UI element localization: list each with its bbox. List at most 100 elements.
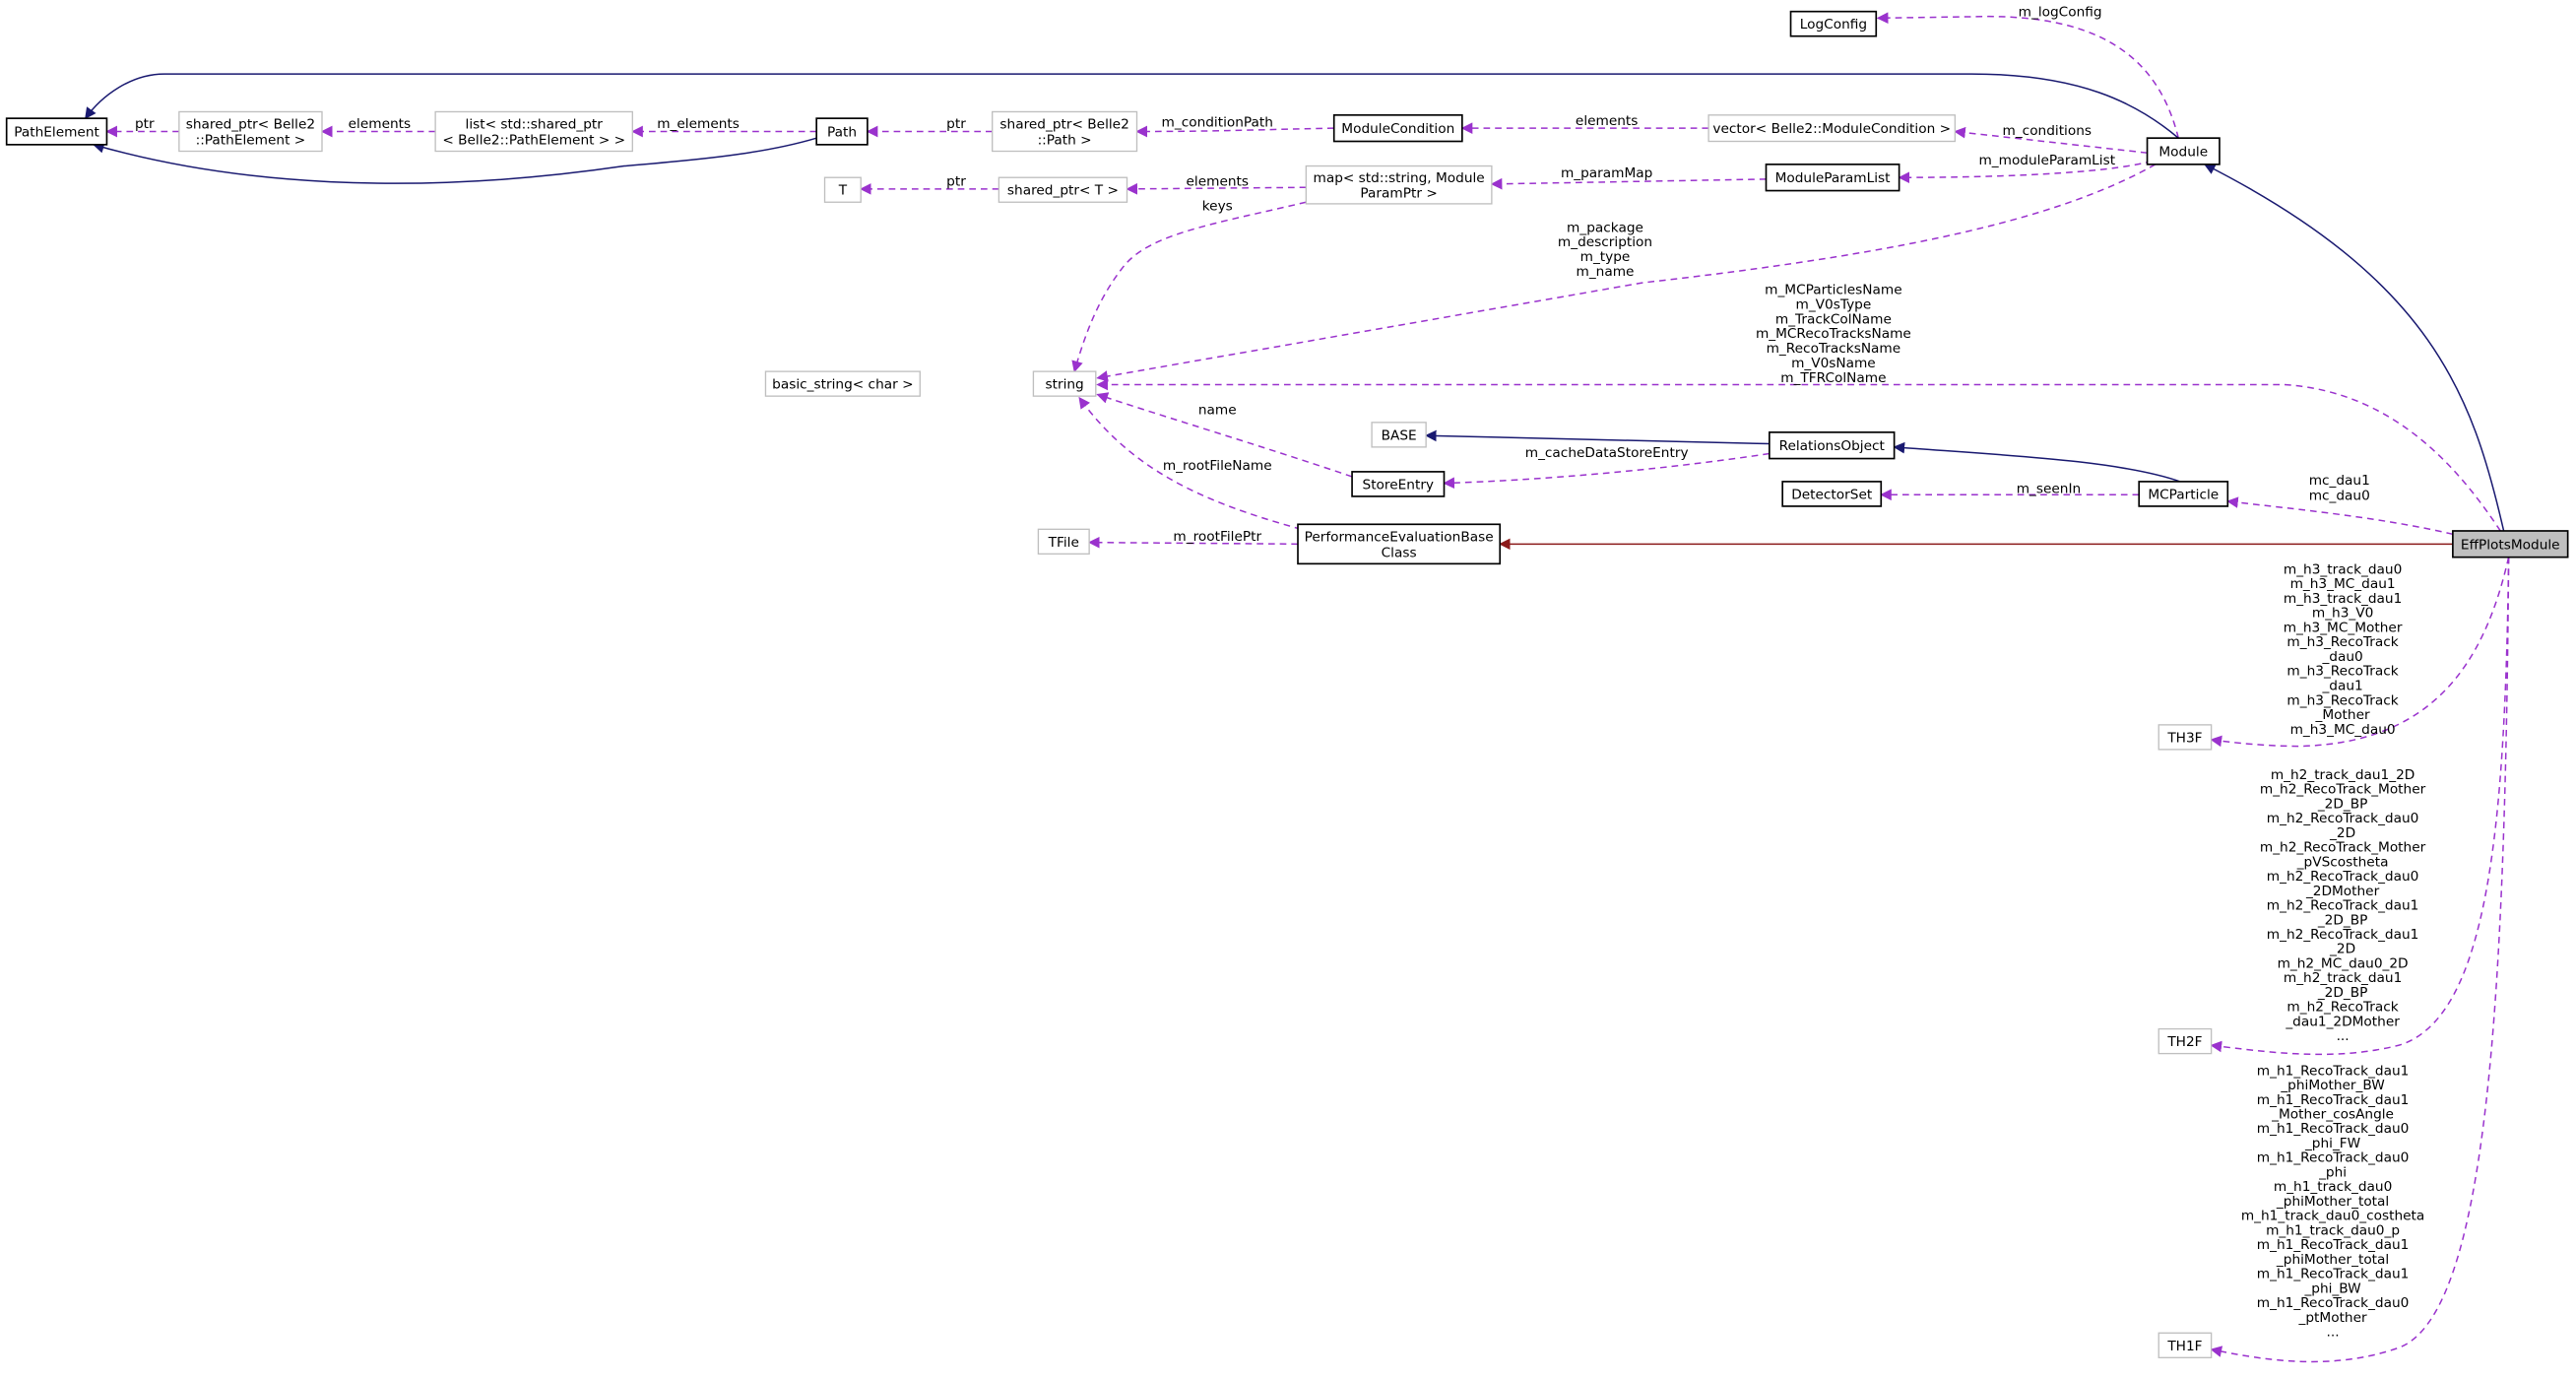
node-label: PerformanceEvaluationBase [1305,529,1494,545]
node-vector-module-condition[interactable]: vector< Belle2::ModuleCondition > [1707,114,1957,143]
node-base[interactable]: BASE [1371,422,1427,448]
edge-label-line: _2D [2329,825,2355,841]
edge-label-line: m_h3_V0 [2312,606,2373,622]
edge-label-line: m_type [1580,249,1631,265]
edge-label-line: m_conditions [2003,123,2092,139]
edge-label-line: _Mother_cosAngle [2271,1107,2394,1123]
edge-label-line: m_conditionPath [1162,114,1273,130]
edge-labels: m_logConfig elements m_conditions m_moduleP… [135,5,2426,1341]
node-module[interactable]: Module [2146,137,2221,165]
node-log-config[interactable]: LogConfig [1789,10,1878,37]
edge-label-line: m_RecoTracksName [1767,341,1901,357]
edge-label-line: elements [349,116,411,132]
node-box [1781,481,1883,507]
node-sp-path-element[interactable]: shared_ptr< Belle2::PathElement > [178,110,323,153]
edge-path-pathelement [92,137,817,184]
node-box [823,176,862,203]
node-list-path-element[interactable]: list< std::shared_ptr< Belle2::PathEleme… [434,110,633,153]
edge-label-th2f: m_h2_track_dau1_2Dm_h2_RecoTrack_Mother_… [2260,767,2426,1044]
node-label: MCParticle [2148,487,2219,502]
edge-label-line: _2D [2329,942,2355,957]
node-t[interactable]: T [823,176,862,203]
node-box [2452,530,2569,558]
node-box [1765,164,1900,192]
edge-label-line: m_rootFilePtr [1173,529,1261,545]
node-label: map< std::string, Module [1314,170,1485,186]
node-eff-plots-module[interactable]: EffPlotsModule [2452,530,2569,558]
node-path[interactable]: Path [815,117,869,146]
node-box [2157,1332,2213,1358]
node-box [1789,10,1878,37]
node-th1f[interactable]: TH1F [2157,1332,2213,1358]
edge-label-line: m_h1_RecoTrack_dau1 [2257,1237,2410,1253]
edge-label-line: m_h2_RecoTrack_dau1 [2267,927,2419,943]
node-box [5,117,108,146]
edge-label-line: _2D_BP [2317,985,2368,1001]
edge-label-log-config: m_logConfig [2019,5,2102,21]
node-label: PathElement [14,124,99,140]
edge-label-line: m_moduleParamList [1978,153,2115,168]
node-th3f[interactable]: TH3F [2157,724,2213,751]
node-box [2157,1027,2213,1055]
node-label: TH1F [2166,1339,2202,1354]
edge-label-line: m_h3_MC_dau0 [2290,722,2396,738]
edge-label-line: m_name [1577,264,1635,280]
node-path-element[interactable]: PathElement [5,117,108,146]
edge-label-line: ptr [946,116,966,132]
node-store-entry[interactable]: StoreEntry [1351,471,1446,497]
edge-label-line: m_TFRColName [1780,370,1886,386]
node-sp-t[interactable]: shared_ptr< T > [998,176,1128,203]
node-box [1037,528,1090,556]
node-module-param-list[interactable]: ModuleParamList [1765,164,1900,192]
node-label: Module [2158,145,2208,161]
node-label: BASE [1382,427,1417,443]
edge-label-line: m_h3_RecoTrack [2286,634,2398,650]
edge-label-line: _phi_BW [2303,1280,2361,1296]
edge-label-line: m_MCRecoTracksName [1756,326,1911,342]
edge-effplots-module [2203,164,2505,532]
node-box [992,110,1138,153]
node-box [1351,471,1446,497]
node-label: StoreEntry [1363,477,1435,492]
edge-label-line: m_h3_RecoTrack [2286,692,2398,708]
edges [85,12,2510,1363]
edge-label-root-file-ptr: m_rootFilePtr [1173,529,1261,545]
edge-label-line: m_MCParticlesName [1765,283,1901,298]
edge-label-line: m_TrackColName [1775,311,1892,327]
node-box [1768,431,1896,460]
node-tfile[interactable]: TFile [1037,528,1090,556]
node-sp-path[interactable]: shared_ptr< Belle2::Path > [992,110,1138,153]
edge-label-line: _Mother [2315,707,2370,723]
node-box [2138,481,2229,507]
node-string[interactable]: string [1032,370,1097,397]
node-label: RelationsObject [1779,438,1886,454]
node-mc-particle[interactable]: MCParticle [2138,481,2229,507]
node-label: vector< Belle2::ModuleCondition > [1712,121,1951,137]
node-detector-set[interactable]: DetectorSet [1781,481,1883,507]
node-label: Class [1382,545,1417,560]
edge-label-keys: keys [1202,199,1233,215]
edge-effplots-th3f [2210,557,2510,748]
node-basic-string[interactable]: basic_string< char > [764,370,921,397]
edge-label-line: m_logConfig [2019,5,2102,21]
node-relations-object[interactable]: RelationsObject [1768,431,1896,460]
edge-label-line: m_h1_RecoTrack_dau0 [2257,1295,2410,1311]
edge-label-line: _pVScostheta [2296,854,2389,870]
node-box [998,176,1128,203]
node-module-condition[interactable]: ModuleCondition [1332,113,1463,143]
edge-label-line: elements [1576,113,1638,129]
edge-label-line: m_description [1558,234,1652,250]
edge-label-path-ptr: ptr [946,116,966,132]
edge-label-line: _phi [2318,1164,2347,1180]
edge-label-line: name [1198,402,1237,418]
edge-label-line: _dau1 [2321,678,2362,693]
edge-label-map-elements: elements [1187,174,1249,190]
node-th2f[interactable]: TH2F [2157,1027,2213,1055]
edge-label-line: m_h2_RecoTrack_dau1 [2267,898,2419,914]
edge-label-line: m_h2_track_dau1 [2284,970,2402,986]
edge-storeentry-string [1096,392,1353,478]
